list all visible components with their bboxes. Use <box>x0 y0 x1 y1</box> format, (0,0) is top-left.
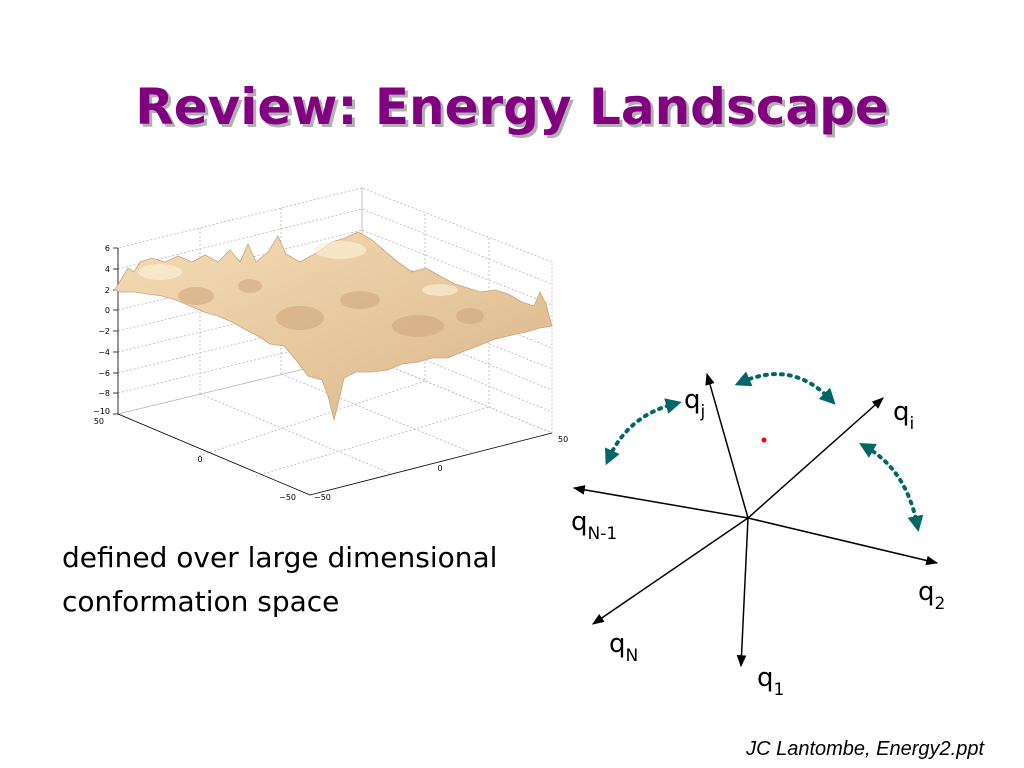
surface-shading <box>178 279 484 337</box>
axis-arrow-q2 <box>747 517 939 566</box>
axis-arrow-qN-1 <box>572 485 749 519</box>
left-axis-tick: −50 <box>279 493 296 502</box>
z-tick: 4 <box>105 265 110 274</box>
surface-highlights <box>138 241 458 296</box>
axis-label-qN: qN <box>609 629 638 666</box>
left-axis-tick: 50 <box>94 417 104 426</box>
surface-plot: 6 4 2 0 −2 −4 −6 −8 −10 50 0 −50 −50 0 5… <box>93 187 568 502</box>
z-tick: 0 <box>105 306 110 315</box>
conformation-point <box>761 437 767 443</box>
z-tick: −8 <box>98 389 110 398</box>
rotation-arrow-top <box>734 371 836 405</box>
axis-label-q1: q1 <box>757 663 784 700</box>
rotation-arrow-left <box>605 398 682 466</box>
z-tick: 2 <box>105 286 110 295</box>
z-tick: −2 <box>98 327 110 336</box>
axis-label-q2: q2 <box>918 577 945 614</box>
right-axis-tick: −50 <box>314 493 331 502</box>
energy-surface <box>114 231 553 421</box>
source-credit: JC Lantombe, Energy2.ppt <box>746 738 984 760</box>
left-axis-tick: 0 <box>197 455 202 464</box>
z-tick: 6 <box>105 244 110 253</box>
axis-label-qN-1: qN-1 <box>571 507 617 544</box>
axes-diagram: qj qi qN-1 q2 qN q1 <box>571 371 945 700</box>
slide-title: Review: Energy Landscape <box>135 78 889 136</box>
rotation-arrow-right <box>859 443 924 532</box>
caption-line: conformation space <box>62 585 340 618</box>
caption-line: defined over large dimensional <box>62 541 498 574</box>
right-axis-tick: 50 <box>558 435 568 444</box>
axis-label-qj: qj <box>684 385 705 422</box>
left-axis-ticks: 50 0 −50 <box>94 417 296 502</box>
axis-label-qi: qi <box>893 397 914 434</box>
axis-arrow-qi <box>747 397 884 519</box>
z-tick: −4 <box>98 348 110 357</box>
right-axis-tick: 0 <box>437 464 442 473</box>
caption: defined over large dimensional conformat… <box>62 536 552 624</box>
axis-arrow-qj <box>705 372 749 519</box>
axis-arrow-qN <box>592 517 749 625</box>
z-tick: −10 <box>93 407 110 416</box>
right-axis-ticks: −50 0 50 <box>314 435 568 502</box>
axis-arrow-q1 <box>736 517 749 668</box>
z-axis-ticks: 6 4 2 0 −2 −4 −6 −8 −10 <box>93 244 110 416</box>
z-tick: −6 <box>98 369 110 378</box>
